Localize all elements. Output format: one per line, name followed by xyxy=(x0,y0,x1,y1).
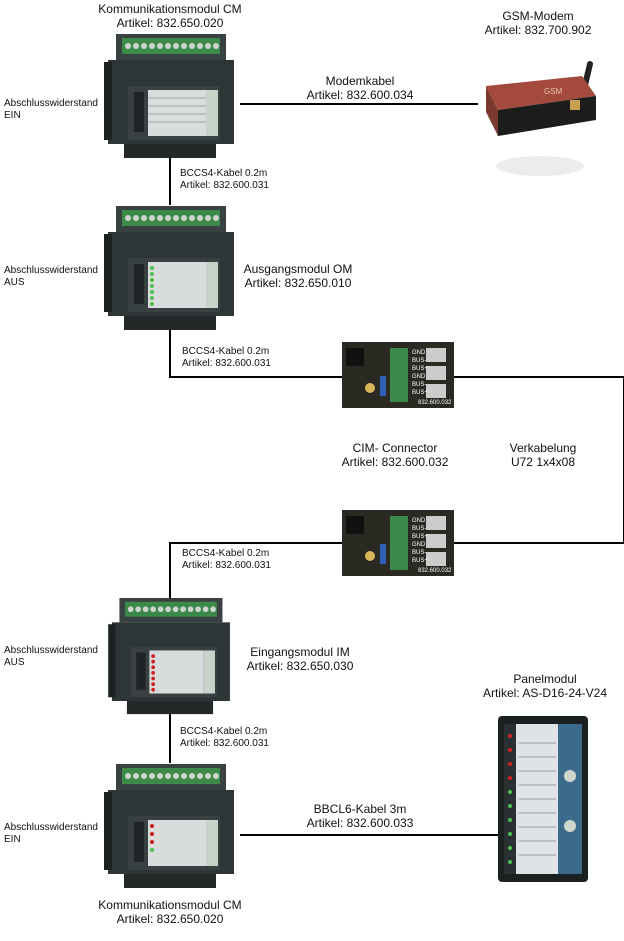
pin-label: GND xyxy=(412,374,426,380)
gsm-modem: GSM xyxy=(486,61,596,176)
bccs4-2-article: Artikel: 832.600.031 xyxy=(182,358,271,369)
wiring-title: Verkabelung xyxy=(509,441,577,455)
om-article: Artikel: 832.650.010 xyxy=(244,276,352,290)
om-terminator-label: Abschlusswiderstand xyxy=(4,265,98,276)
bccs4-4-article: Artikel: 832.600.031 xyxy=(180,738,269,749)
pin-label: BUS- xyxy=(412,526,426,532)
cm-top-terminator-label: Abschlusswiderstand xyxy=(4,98,98,109)
bccs4-1-name: BCCS4-Kabel 0.2m xyxy=(180,168,268,179)
panel-name: Panelmodul xyxy=(513,672,577,686)
communication-module-top xyxy=(104,34,234,158)
wiring-spec: U72 1x4x08 xyxy=(510,455,576,469)
bccs4-4-name: BCCS4-Kabel 0.2m xyxy=(180,726,268,737)
pin-label: GND xyxy=(412,350,426,356)
im-terminator-state: AUS xyxy=(4,657,25,668)
gsm-name: GSM-Modem xyxy=(502,9,574,23)
modem-cable-article: Artikel: 832.600.034 xyxy=(306,88,414,102)
om-name: Ausgangsmodul OM xyxy=(243,262,353,276)
cm-bottom-terminator-label: Abschlusswiderstand xyxy=(4,822,98,833)
cim-connector-1: GND BUS- BUS+ GND BUS- BUS+ 832.600.032 xyxy=(342,342,454,408)
pin-label: BUS+ xyxy=(412,534,428,540)
output-module xyxy=(104,206,234,330)
svg-text:GSM: GSM xyxy=(544,87,563,96)
connector-name: CIM- Connector xyxy=(352,441,438,455)
pin-label: BUS- xyxy=(412,382,426,388)
bccs4-2-name: BCCS4-Kabel 0.2m xyxy=(182,346,270,357)
panel-module xyxy=(498,716,588,882)
pin-label: BUS+ xyxy=(412,366,428,372)
cm-bottom-terminator-state: EIN xyxy=(4,834,21,845)
gsm-article: Artikel: 832.700.902 xyxy=(484,23,592,37)
cim-connector-2: GND BUS- BUS+ GND BUS- BUS+ 832.600.032 xyxy=(342,510,454,576)
pin-label: GND xyxy=(412,518,426,524)
cm-bottom-article: Artikel: 832.650.020 xyxy=(116,912,224,926)
pin-label: BUS+ xyxy=(412,558,428,564)
input-module xyxy=(108,598,230,715)
pin-label: BUS- xyxy=(412,550,426,556)
cm-top-name: Kommunikationsmodul CM xyxy=(98,2,242,16)
pin-label: BUS- xyxy=(412,358,426,364)
bbcl6-cable-name: BBCL6-Kabel 3m xyxy=(313,802,407,816)
modem-cable-name: Modemkabel xyxy=(325,74,395,88)
bccs4-3-article: Artikel: 832.600.031 xyxy=(182,560,271,571)
cm-bottom-name: Kommunikationsmodul CM xyxy=(98,898,242,912)
cm-top-terminator-state: EIN xyxy=(4,110,21,121)
bbcl6-cable-article: Artikel: 832.600.033 xyxy=(306,816,414,830)
part-number: 832.600.032 xyxy=(418,568,452,574)
bccs4-3-name: BCCS4-Kabel 0.2m xyxy=(182,548,270,559)
im-article: Artikel: 832.650.030 xyxy=(246,659,354,673)
im-name: Eingangsmodul IM xyxy=(250,645,350,659)
om-terminator-state: AUS xyxy=(4,277,25,288)
part-number: 832.600.032 xyxy=(418,400,452,406)
im-terminator-label: Abschlusswiderstand xyxy=(4,645,98,656)
cm-top-article: Artikel: 832.650.020 xyxy=(116,16,224,30)
pin-label: BUS+ xyxy=(412,390,428,396)
communication-module-bottom xyxy=(104,764,234,888)
panel-article: Artikel: AS-D16-24-V24 xyxy=(482,686,608,700)
connector-article: Artikel: 832.600.032 xyxy=(341,455,449,469)
pin-label: GND xyxy=(412,542,426,548)
bccs4-1-article: Artikel: 832.600.031 xyxy=(180,180,269,191)
